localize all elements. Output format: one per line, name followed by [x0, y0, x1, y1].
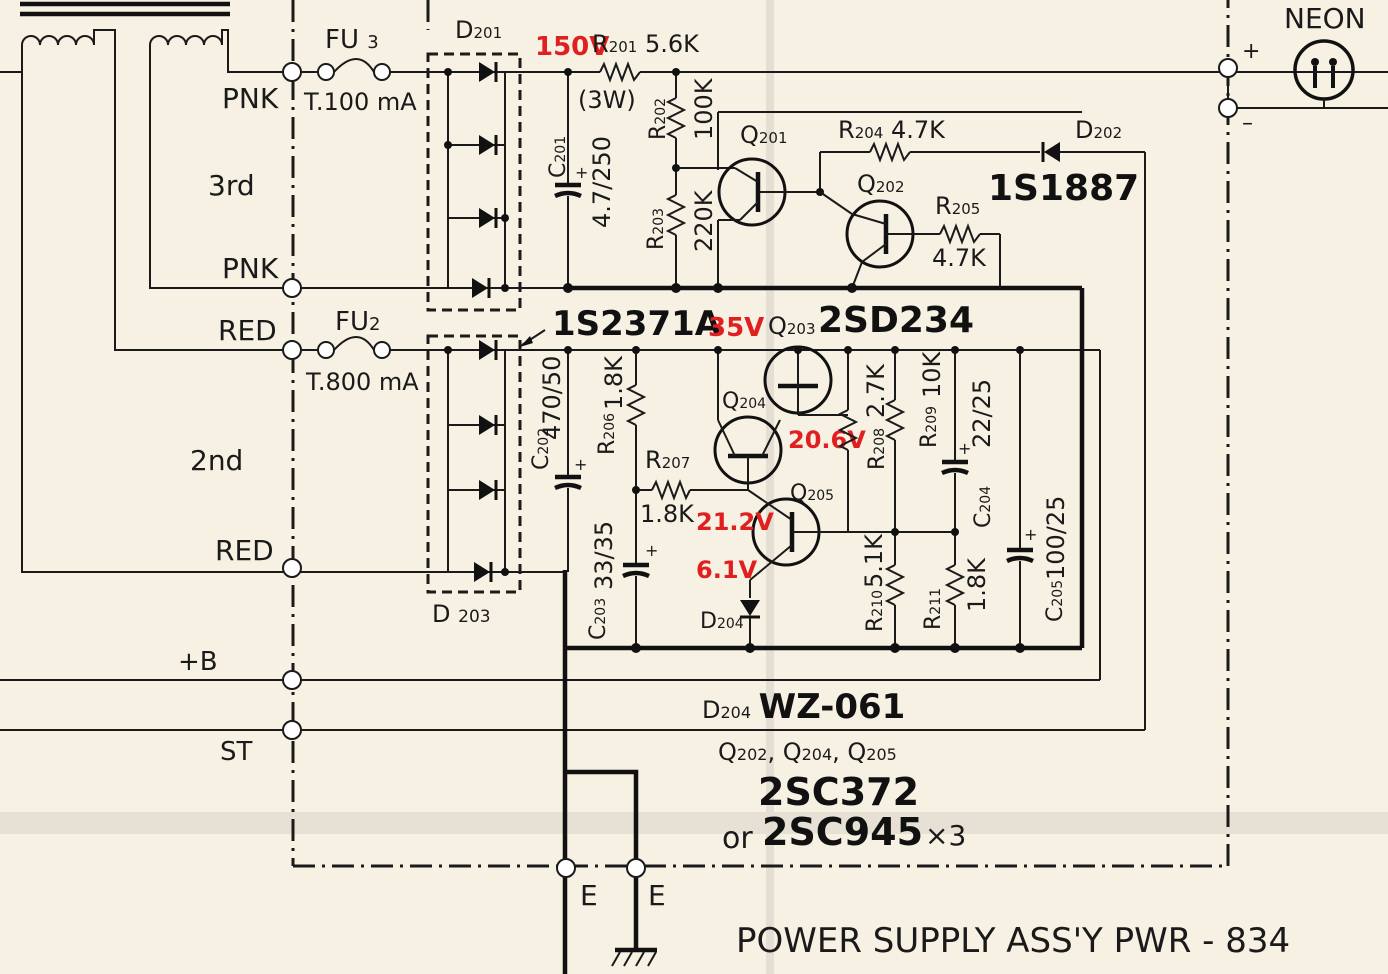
st-label: ST — [220, 737, 253, 767]
neon-label: NEON — [1284, 2, 1366, 35]
q201-transistor — [713, 111, 1082, 293]
q204-transistor — [713, 346, 783, 490]
r201-power: (3W) — [578, 86, 636, 114]
r205-label: R205 — [935, 192, 980, 220]
wire-pnk-bottom-label: PNK — [222, 252, 279, 285]
r207-value: 1.8K — [640, 500, 695, 528]
c201 — [554, 68, 582, 293]
r206-label: R206 — [595, 413, 620, 455]
e2-label: E — [648, 879, 666, 912]
zener-note: D204 WZ-061 — [702, 687, 905, 727]
r203-value: 220K — [690, 189, 718, 252]
d202-type: 1S1887 — [988, 168, 1139, 209]
q204-label: Q204 — [722, 389, 766, 414]
v20-6-label: 20.6V — [788, 426, 866, 454]
v150-label: 150V — [535, 32, 609, 62]
b-plus-label: +B — [178, 647, 218, 677]
d202-diode — [1041, 140, 1145, 164]
q205-transistor — [738, 489, 848, 653]
wire-red-bottom-label: RED — [215, 534, 274, 567]
r209-value: 10K — [918, 350, 946, 398]
r206-value: 1.8K — [600, 355, 628, 410]
fu3-rating: T.100 mA — [303, 88, 417, 116]
winding-3rd-label: 3rd — [208, 169, 255, 202]
c204-value: 22/25 — [968, 379, 996, 448]
r202-label: R202 — [646, 98, 671, 140]
r202-r203 — [665, 68, 735, 293]
r208-label: R208 — [865, 428, 890, 470]
wire-red-top-label: RED — [218, 314, 277, 347]
fuse-fu3 — [317, 58, 391, 81]
r203-label: R203 — [644, 208, 669, 250]
page-title: POWER SUPPLY ASS'Y PWR - 834 — [736, 921, 1290, 961]
e1-label: E — [580, 879, 598, 912]
r205-value: 4.7K — [932, 244, 987, 272]
c203-plus: + — [645, 541, 658, 560]
c204-label: C204 — [971, 486, 996, 528]
neon-minus-label: – — [1242, 111, 1253, 136]
transformer — [0, 1, 292, 573]
scan-band — [0, 812, 1388, 834]
r210-label: R210 — [863, 590, 888, 632]
fuse-fu2 — [317, 336, 391, 359]
r204-label: R204 4.7K — [838, 116, 946, 144]
v21-2-label: 21.2V — [696, 508, 774, 536]
c205-plus: + — [1024, 525, 1037, 544]
c203-value: 33/35 — [590, 521, 618, 590]
transistor-list-note: Q202, Q204, Q205 — [718, 738, 897, 766]
q201-label: Q201 — [740, 121, 788, 149]
r201 — [599, 61, 641, 83]
d201-label: D201 — [455, 16, 502, 44]
r211-value: 1.8K — [963, 557, 991, 612]
c201-plus: + — [575, 163, 588, 182]
r208-value: 2.7K — [862, 363, 890, 418]
type-b-note: 2SC945 — [762, 810, 923, 854]
r202-value: 100K — [690, 77, 718, 140]
wire-pnk-top-label: PNK — [222, 82, 279, 115]
bridge-type-label: 1S2371A — [552, 304, 722, 344]
fu3-label: FU 3 — [325, 25, 379, 55]
r210-value: 5.1K — [860, 533, 888, 588]
bridge-d203 — [426, 329, 546, 594]
r211-label: R211 — [921, 588, 946, 630]
c201-label: C201 — [546, 136, 571, 178]
chassis-ground-symbol — [611, 947, 657, 967]
v35-label: 35V — [708, 313, 764, 343]
q203-transistor — [763, 345, 848, 416]
q202-label: Q202 — [857, 170, 905, 198]
c202 — [554, 346, 582, 572]
r208-r209-r210-r211 — [837, 346, 1034, 653]
c204-plus: + — [958, 439, 971, 458]
r201-label: R201 5.6K — [592, 30, 700, 58]
d204-label: D204 — [700, 609, 744, 634]
r206-c203 — [622, 346, 748, 653]
c202-value: 470/50 — [538, 356, 566, 440]
neon-lamp — [1293, 39, 1355, 108]
r207-label: R207 — [645, 446, 690, 474]
q203-type: 2SD234 — [818, 300, 974, 341]
c205-value: 100/25 — [1042, 496, 1070, 580]
qty-note: ×3 — [925, 819, 966, 852]
fu2-rating: T.800 mA — [305, 368, 419, 396]
v6-1-label: 6.1V — [696, 556, 758, 584]
or-word: or — [722, 821, 753, 856]
c202-label: C202 — [529, 428, 554, 470]
c203-label: C203 — [586, 598, 611, 640]
c201-value: 4.7/250 — [588, 136, 616, 228]
bridge-d201 — [426, 52, 522, 312]
d203-label: D 203 — [432, 600, 491, 628]
terminals — [282, 58, 1238, 878]
type-a-note: 2SC372 — [758, 770, 919, 814]
q205-label: Q205 — [790, 481, 834, 506]
q203-label: Q203 — [768, 312, 816, 340]
r209-label: R209 — [917, 406, 942, 448]
neon-plus-label: + — [1242, 39, 1260, 64]
winding-2nd-label: 2nd — [190, 444, 243, 477]
c205-label: C205 — [1043, 580, 1068, 622]
c202-plus: + — [574, 455, 587, 474]
fu2-label: FU2 — [335, 307, 380, 337]
d202-label: D202 — [1075, 116, 1122, 144]
q202-transistor — [819, 191, 1001, 293]
